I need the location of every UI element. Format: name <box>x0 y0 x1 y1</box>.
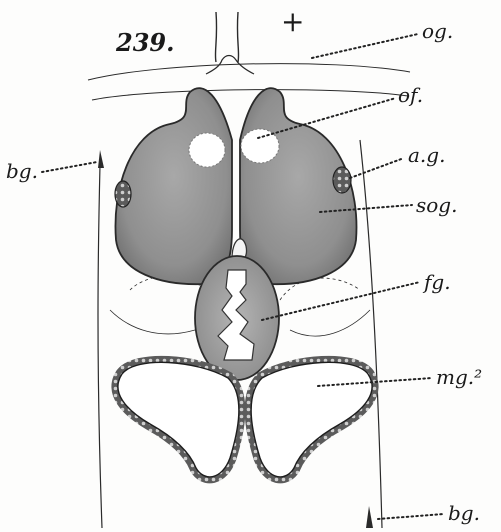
figure-number: 239. <box>115 28 174 57</box>
midgut-gland-left <box>118 362 239 477</box>
label-of: of. <box>398 83 423 107</box>
leader-ag <box>350 158 404 178</box>
leader-fg <box>262 282 420 320</box>
body-wall-spine-bottom <box>366 506 373 528</box>
leader-og <box>312 34 418 58</box>
label-sog: sog. <box>416 193 457 217</box>
accessory-ganglion-right <box>333 167 351 193</box>
olfactory-spot-left <box>189 133 225 167</box>
label-ag: a.g. <box>408 143 445 167</box>
body-wall-spine-left <box>98 150 104 168</box>
label-bg-left: bg. <box>6 159 38 183</box>
orientation-mark: + <box>281 5 304 38</box>
leader-bg-left <box>42 162 97 172</box>
label-og: og. <box>422 19 453 43</box>
label-fg: fg. <box>422 270 451 294</box>
midgut-gland-right <box>251 362 372 477</box>
accessory-ganglion-left <box>115 181 131 207</box>
label-bg-bottom: bg. <box>448 501 480 525</box>
leader-bg-bottom <box>378 514 444 519</box>
label-mg2: mg.² <box>436 365 482 389</box>
